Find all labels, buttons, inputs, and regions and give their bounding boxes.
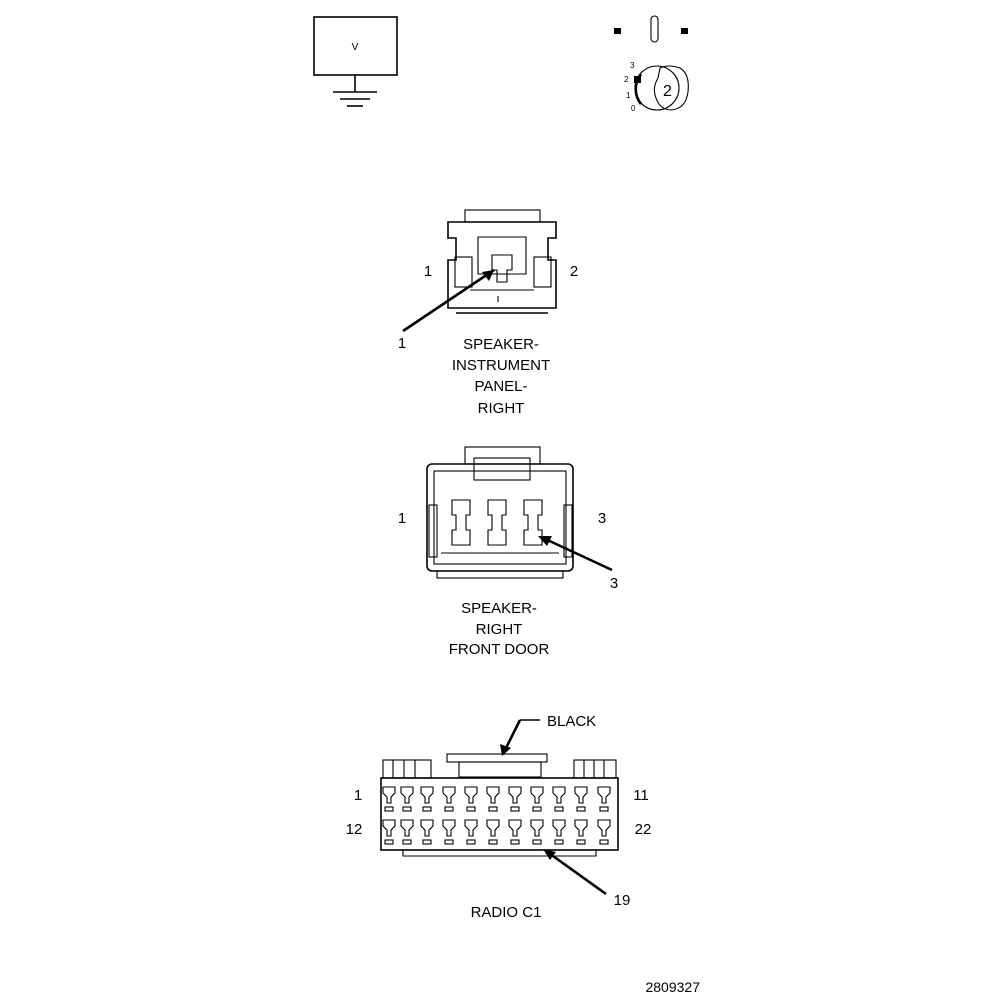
voltmeter-label: V (352, 42, 359, 53)
ignition-scale-3: 3 (630, 61, 635, 70)
radio-c1-bottom-pin-row (382, 819, 611, 845)
radio-c1-cavity-bottom-16 (464, 819, 478, 845)
figure-number: 2809327 (645, 979, 700, 995)
speaker-ip-right-title-4: RIGHT (478, 400, 525, 417)
ignition-position-label: 2 (663, 83, 672, 100)
speaker-rf-door-pin-right: 3 (598, 510, 606, 527)
voltmeter-symbol: V (313, 16, 398, 107)
speaker-rf-door-connector (426, 446, 613, 579)
radio-c1-cavity-bottom-14 (420, 819, 434, 845)
radio-c1-pin-22: 22 (635, 821, 652, 838)
speaker-ip-right-title-1: SPEAKER- (463, 336, 539, 353)
radio-c1-cavity-top-3 (420, 786, 434, 812)
radio-c1-cavity-bottom-15 (442, 819, 456, 845)
speaker-rf-door-pin-left: 1 (398, 510, 406, 527)
radio-c1-cavity-top-2 (400, 786, 414, 812)
radio-c1-cavity-bottom-18 (508, 819, 522, 845)
radio-c1-title: RADIO C1 (471, 904, 542, 921)
radio-c1-cavity-top-8 (530, 786, 544, 812)
radio-c1-cavity-bottom-13 (400, 819, 414, 845)
ignition-scale-1: 1 (626, 91, 631, 100)
radio-c1-cavity-bottom-19 (530, 819, 544, 845)
ignition-scale-2: 2 (624, 75, 629, 84)
radio-c1-pin-12: 12 (346, 821, 363, 838)
speaker-ip-right-pin-left: 1 (424, 263, 432, 280)
radio-c1-cavity-top-1 (382, 786, 396, 812)
radio-c1-cavity-top-10 (574, 786, 588, 812)
speaker-rf-door-title-3: FRONT DOOR (449, 641, 550, 658)
radio-c1-cavity-top-4 (442, 786, 456, 812)
speaker-ip-right-connector (402, 209, 557, 333)
speaker-rf-door-title-1: SPEAKER- (461, 600, 537, 617)
speaker-ip-right-title-2: INSTRUMENT (452, 357, 550, 374)
radio-c1-cavity-bottom-12 (382, 819, 396, 845)
radio-c1-cavity-top-5 (464, 786, 478, 812)
radio-c1-cavity-bottom-20 (552, 819, 566, 845)
speaker-ip-right-title-3: PANEL- (474, 378, 527, 395)
radio-c1-cavity-top-7 (508, 786, 522, 812)
ignition-scale-0: 0 (631, 104, 636, 113)
radio-c1-cavity-top-6 (486, 786, 500, 812)
radio-c1-cavity-top-11 (597, 786, 611, 812)
radio-c1-color-label: BLACK (547, 713, 596, 730)
ignition-key-icon: 2 3 2 1 0 (614, 15, 689, 113)
radio-c1-connector: BLACK (380, 713, 619, 896)
radio-c1-cavity-top-9 (552, 786, 566, 812)
radio-c1-cavity-bottom-21 (574, 819, 588, 845)
radio-c1-cavity-bottom-17 (486, 819, 500, 845)
radio-c1-pin-11: 11 (633, 787, 649, 804)
ground-icon (333, 91, 377, 107)
radio-c1-pin-1: 1 (354, 787, 362, 804)
speaker-rf-door-callout: 3 (610, 575, 618, 592)
speaker-ip-right-pin-right: 2 (570, 263, 578, 280)
speaker-rf-door-title-2: RIGHT (476, 621, 523, 638)
radio-c1-top-pin-row (382, 786, 611, 812)
radio-c1-callout: 19 (614, 892, 631, 909)
radio-c1-cavity-bottom-22 (597, 819, 611, 845)
speaker-ip-right-callout: 1 (398, 335, 406, 352)
